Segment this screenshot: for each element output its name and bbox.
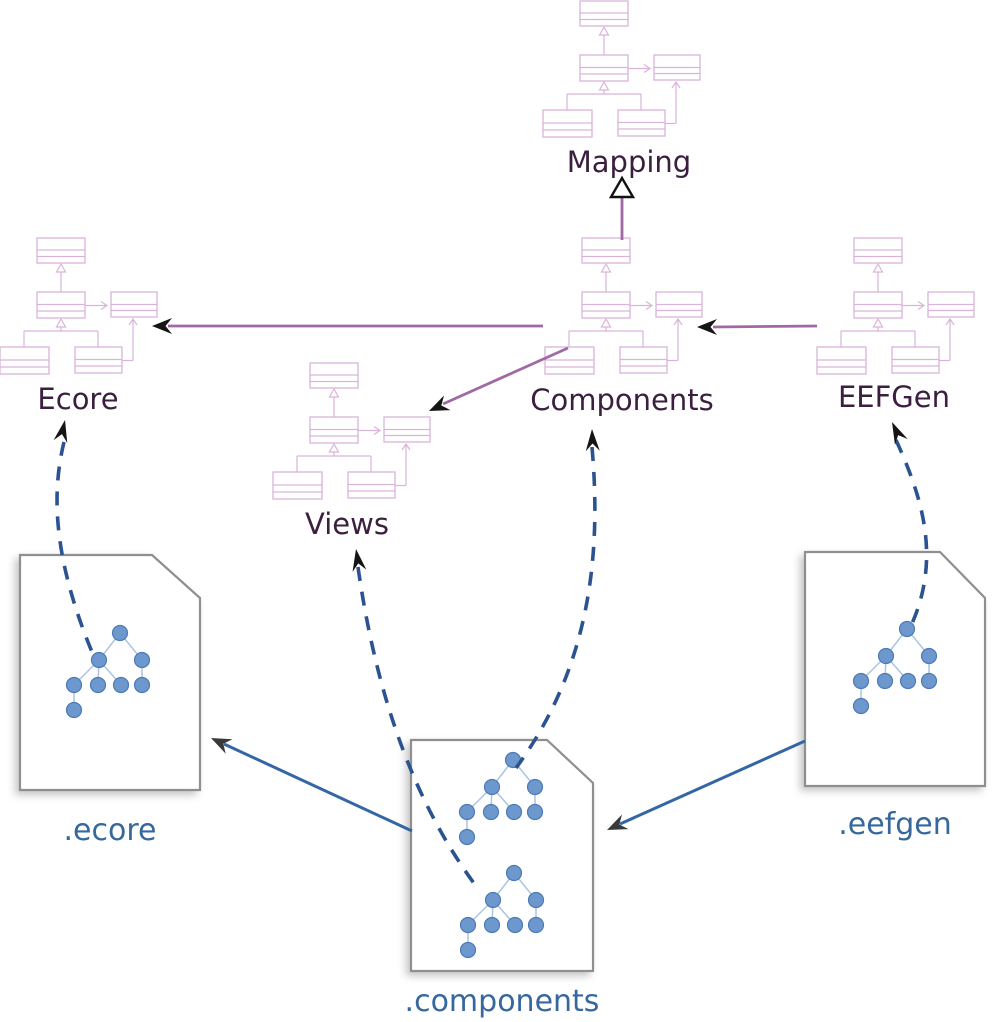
conforms-ecore-file-to-ecore <box>53 418 94 653</box>
package-label-ecore: Ecore <box>37 382 118 416</box>
package-label-eefgen: EEFGen <box>838 380 950 414</box>
arrowhead-icon <box>425 395 451 419</box>
file-components <box>409 738 595 973</box>
mapping-class-diagram <box>542 0 701 138</box>
hollow-triangle-icon <box>608 175 636 199</box>
reference-eefgen-file-to-components-file <box>603 739 806 838</box>
package-label-components: Components <box>530 383 713 417</box>
dependency-eefgen-to-components <box>697 319 818 335</box>
file-label-components: .components <box>405 984 600 1019</box>
package-mapping: Mapping <box>542 0 701 179</box>
conforms-components-file-to-components <box>514 428 600 770</box>
generalization-components-to-mapping <box>608 175 636 240</box>
package-components: Components <box>530 237 714 417</box>
file-eefgen <box>803 550 987 788</box>
conforms-components-file-to-views <box>349 547 478 888</box>
file-label-ecore: .ecore <box>64 813 157 848</box>
dependency-components-to-views <box>425 346 569 419</box>
package-views: Views <box>272 362 431 541</box>
package-label-mapping: Mapping <box>567 145 691 179</box>
package-eefgen: EEFGen <box>816 237 975 414</box>
arrowhead-icon <box>207 730 233 754</box>
arrowhead-icon <box>53 418 72 443</box>
document-icon <box>409 738 595 973</box>
package-label-views: Views <box>305 507 389 541</box>
arrowhead-icon <box>603 814 629 838</box>
file-ecore <box>18 553 202 792</box>
views-class-diagram <box>272 362 431 500</box>
dependency-components-to-ecore <box>152 318 543 334</box>
package-ecore: Ecore <box>0 237 158 416</box>
reference-components-file-to-ecore-file <box>207 730 413 833</box>
ecore-class-diagram <box>0 237 158 375</box>
components-class-diagram <box>544 237 703 375</box>
file-label-eefgen: .eefgen <box>838 807 952 842</box>
document-icon <box>803 550 987 788</box>
eefgen-class-diagram <box>816 237 975 375</box>
